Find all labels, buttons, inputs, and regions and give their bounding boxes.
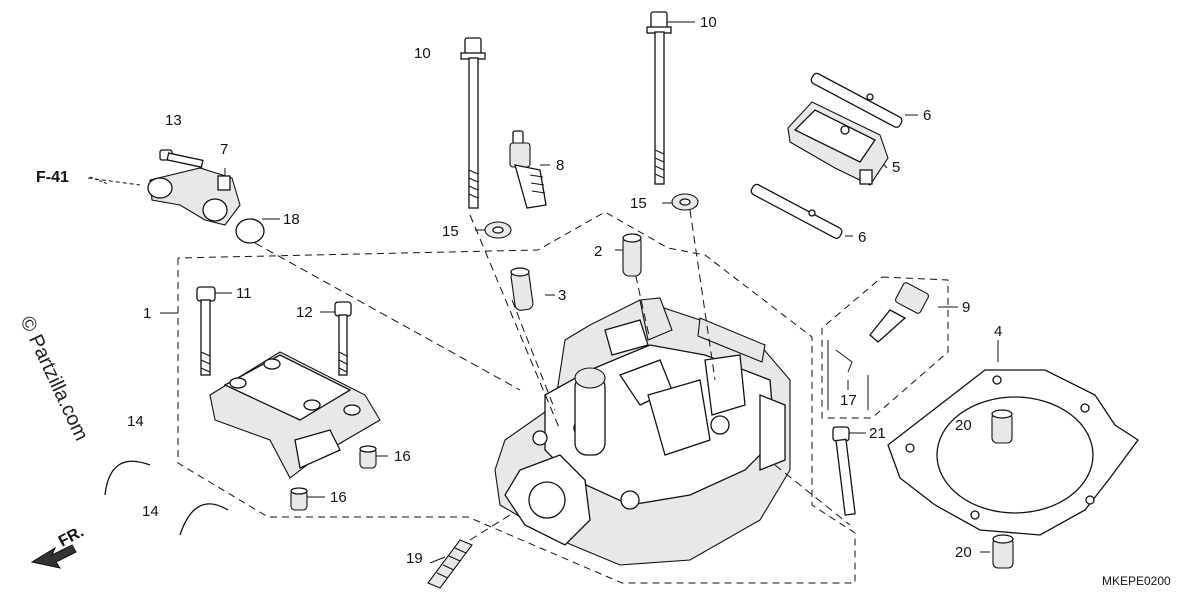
dowel-pin-16b [290,487,308,511]
callout-11: 11 [236,285,252,302]
o-ring [235,218,265,244]
callout-9: 9 [962,299,970,316]
holder-bolt-11 [196,286,216,376]
washer-right [671,193,699,211]
callout-7: 7 [220,141,228,158]
watermark: © Partzilla.com [15,313,92,444]
dowel-pin-20b [992,534,1014,569]
callout-16a: 16 [394,448,411,465]
side-bolt [832,426,856,516]
callout-17: 17 [840,392,857,409]
drawing-code: MKEPE0200 [1102,574,1171,588]
reference-label: F-41 [36,169,69,186]
cylinder-head [494,297,791,566]
assembly-boundary [177,211,856,584]
callout-21: 21 [869,425,886,442]
callout-15a: 15 [442,223,459,240]
rocker-arm [787,101,889,186]
callout-19: 19 [406,550,423,567]
reference-arrow [87,177,141,186]
washer-left [484,221,512,239]
camshaft-holder [209,351,381,479]
water-outlet [147,167,241,226]
callout-6a: 6 [923,107,931,124]
callout-16b: 16 [330,489,347,506]
callout-5: 5 [892,159,900,176]
callout-2: 2 [594,243,602,260]
callout-10a: 10 [414,45,431,62]
stud-bolt [427,539,473,589]
callout-13: 13 [165,112,182,129]
callout-20a: 20 [955,417,972,434]
dowel-pin-16a [359,445,377,469]
front-marker-label: FR. [56,523,87,550]
callout-14b: 14 [142,503,159,520]
rocker-shaft-upper [810,72,903,128]
spark-plug [509,130,547,209]
dowel-pin-3 [510,267,534,311]
stopper-ring-b [179,503,229,536]
callout-8: 8 [556,157,564,174]
dowel-pin-20a [991,409,1013,444]
callout-10b: 10 [700,14,717,31]
head-gasket [887,369,1139,536]
callout-12: 12 [296,304,313,321]
callout-20b: 20 [955,544,972,561]
temperature-sensor [869,282,930,343]
callout-1: 1 [143,305,151,322]
dowel-pin-2 [622,233,642,277]
outlet-bolt [159,149,204,168]
sub-boundary-9 [821,276,949,419]
sensor-clip [827,340,869,410]
callout-18: 18 [283,211,300,228]
callout-14a: 14 [127,413,144,430]
rocker-shaft-lower [750,183,843,239]
callout-4: 4 [994,323,1002,340]
callout-3: 3 [558,287,566,304]
callout-6b: 6 [858,229,866,246]
front-arrow-icon [30,544,77,569]
stopper-ring-a [104,460,151,496]
holder-bolt-12 [334,301,352,376]
head-bolt-right [646,11,672,185]
callout-15b: 15 [630,195,647,212]
head-bolt-left [460,37,486,209]
